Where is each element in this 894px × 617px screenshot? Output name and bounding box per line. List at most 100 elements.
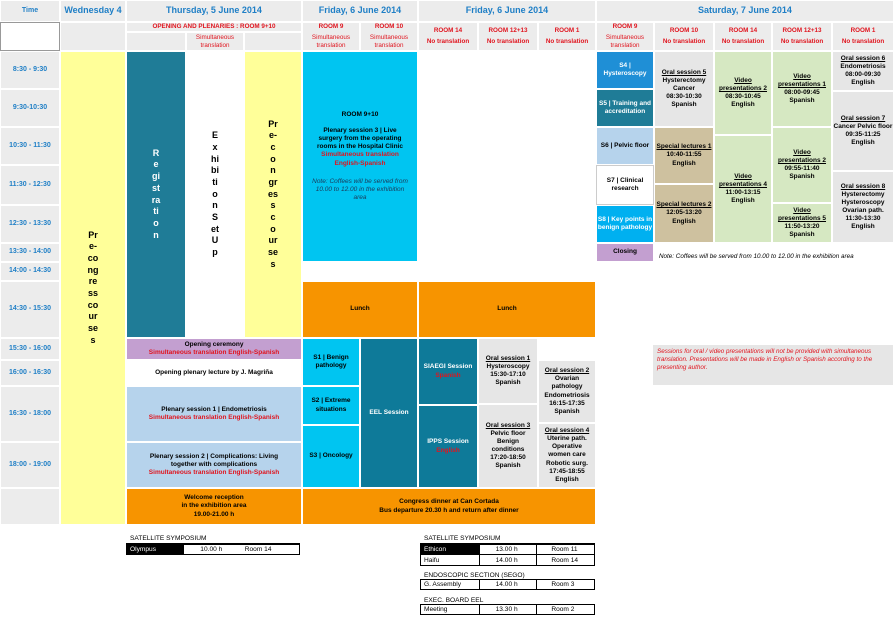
oral6-time: 08:00-09:30: [845, 71, 881, 78]
sat-room1-label: ROOM 1: [850, 27, 876, 35]
vp1-time: 08:00-09:45: [784, 89, 820, 96]
session-s2: S2 | Extreme situations: [302, 386, 360, 425]
oral-session-8: Oral session 8 Hysterectomy Hysteroscopy…: [832, 171, 894, 243]
exhibition-block: Exhibition Set Up: [186, 51, 244, 338]
row-time: 10.00 h: [200, 546, 223, 553]
plenary-session-1: Plenary session 1 | Endometriosis Simult…: [126, 386, 302, 442]
oral2-title: Oral session 2: [544, 367, 590, 375]
oral5-title: Oral session 5: [661, 68, 707, 76]
vp1-title: Video presentations 1: [777, 72, 827, 88]
satellite-symposium-left: SATELLITE SYMPOSIUM Olympus 10.00 h Room…: [126, 535, 300, 555]
spec1-time: 10:40-11:55: [666, 151, 702, 159]
fri-coffee-note: Note: Coffees will be served from 10.00 …: [312, 177, 408, 201]
video-presentations-4: Video presentations 4 11:00-13:15 Englis…: [714, 135, 772, 243]
oral6-title: Oral session 6: [840, 54, 886, 62]
ipps-session: IPPS Session English: [418, 405, 478, 488]
row-time: 14.00 h: [478, 555, 537, 565]
time-slot: 10:30 - 11:30: [0, 127, 60, 165]
vp4-time: 11:00-13:15: [725, 189, 761, 196]
row-name: Ethicon: [421, 545, 479, 554]
time-subheader: [0, 22, 60, 51]
thursday-header: Thursday, 5 June 2014: [126, 0, 302, 22]
s4-label: S4 | Hysteroscopy: [603, 61, 647, 77]
sat-room9-label: ROOM 9: [612, 23, 638, 31]
thu-sub-c: [244, 32, 302, 51]
s7-label: S7 | Clinical research: [606, 176, 644, 192]
s2-label: S2 | Extreme situations: [311, 397, 351, 413]
endoscopic-section: ENDOSCOPIC SECTION (SEGO) G. Assembly 14…: [420, 572, 595, 590]
table-row: Haifu 14.00 h Room 14: [420, 555, 595, 566]
video-presentations-1: Video presentations 1 08:00-09:45 Spanis…: [772, 51, 832, 127]
oral5-lang: Spanish: [671, 101, 697, 109]
oral-session-4: Oral session 4 Uterine path. Operative w…: [538, 423, 596, 488]
oral8-title: Oral session 8: [840, 182, 886, 190]
saturday-header: Saturday, 7 June 2014: [596, 0, 894, 22]
notrans-fri-1: No translation: [545, 38, 589, 45]
plen3-trans: Simultaneous translation English-Spanish: [321, 151, 399, 167]
vp3-lang: Spanish: [789, 173, 815, 181]
lunch-label-2: Lunch: [497, 305, 517, 313]
sat-coffee-note: Note: Coffees will be served from 10.00 …: [659, 253, 854, 260]
room9-label: ROOM 9: [318, 23, 344, 31]
oral5-topic: Hysterectomy Cancer: [662, 76, 706, 92]
spec2-time: 12:05-13:20: [666, 209, 702, 217]
congress-dinner: Congress dinner at Can Cortada Bus depar…: [302, 488, 596, 525]
oral7-topic: Cancer Pelvic floor: [833, 122, 893, 130]
oral6-lang: English: [851, 79, 875, 87]
time-header: Time: [0, 0, 60, 22]
opening-room-label: OPENING AND PLENARIES : ROOM 9+10: [126, 22, 302, 32]
row-name: Meeting: [424, 606, 448, 613]
oral1-time: 15:30-17:10: [490, 371, 526, 378]
s3-label: S3 | Oncology: [309, 452, 353, 460]
time-slot: 12:30 - 13:30: [0, 205, 60, 243]
room14-label: ROOM 14: [433, 27, 463, 35]
opening-title: Opening ceremony: [184, 340, 244, 348]
oral-session-7: Oral session 7 Cancer Pelvic floor 09:35…: [832, 91, 894, 171]
special-lectures-2: Special lectures 2 12:05-13:20 English: [654, 184, 714, 243]
oral3-time: 17:20-18:50: [490, 454, 526, 462]
vp5-title: Video presentations 5: [777, 206, 827, 222]
video-presentations-5: Video presentations 5 11:50-13:20 Spanis…: [772, 203, 832, 243]
plen2-trans: Simultaneous translation English-Spanish: [148, 469, 280, 477]
registration-label: Registration: [151, 147, 161, 240]
time-slot: 14:00 - 14:30: [0, 262, 60, 281]
vp5-lang: Spanish: [789, 231, 815, 239]
registration-block: Registration: [126, 51, 186, 338]
time-slot: 11:30 - 12:30: [0, 165, 60, 205]
thu-sub-a: [126, 32, 186, 51]
satellite-left-title: SATELLITE SYMPOSIUM: [126, 535, 300, 544]
oral2-lang: Spanish: [554, 407, 580, 415]
plenary-session-3: ROOM 9+10 Plenary session 3 | Live surge…: [302, 51, 418, 262]
notrans-fri-1213: No translation: [486, 38, 530, 45]
thu-simul-label: Simultaneous translation: [186, 32, 244, 51]
video-presentations-2: Video presentations 2 08:30-10:45 Englis…: [714, 51, 772, 135]
plen3-title: Plenary session 3 | Live surgery from th…: [317, 127, 403, 151]
oral1-topic: Hysteroscopy: [486, 362, 530, 370]
oral2-time: 16:15-17:35: [549, 399, 585, 407]
time-slot: 9:30-10:30: [0, 89, 60, 127]
sat-room10-label: ROOM 10: [669, 27, 699, 35]
fri-empty-morning: [418, 51, 596, 262]
translation-notice: Sessions for oral / video presentations …: [653, 345, 893, 385]
special-lectures-1: Special lectures 1 10:40-11:55 English: [654, 127, 714, 184]
thu-precongress-block: Pre-congress courses: [244, 51, 302, 338]
simul-label-r10: Simultaneous translation: [369, 34, 409, 49]
s8-label: S8 | Key points in benign pathology: [597, 215, 653, 231]
sat-room14-label: ROOM 14: [728, 27, 758, 35]
exhibition-label: Exhibition Set Up: [210, 130, 219, 258]
lecture-title: Opening plenary lecture by J. Magriña: [155, 368, 273, 376]
reception-line1: Welcome reception: [184, 494, 244, 502]
opening-lecture: Opening plenary lecture by J. Magriña: [126, 360, 302, 386]
simul-label-r9: Simultaneous translation: [311, 34, 351, 49]
row-room: Room 2: [536, 605, 594, 614]
thu-precongress-label: Pre-congress courses: [268, 118, 279, 269]
oral4-title: Oral session 4: [544, 427, 590, 435]
row-time: 13.30 h: [478, 605, 537, 614]
spec1-lang: English: [672, 159, 696, 167]
friday-header-1: Friday, 6 June 2014: [302, 0, 418, 22]
vp4-lang: English: [731, 197, 755, 205]
session-s7: S7 | Clinical research: [596, 165, 654, 205]
opening-trans: Simultaneous translation English-Spanish: [148, 349, 280, 356]
row-time: 14.00 h: [478, 580, 537, 589]
spec2-lang: English: [672, 217, 696, 225]
